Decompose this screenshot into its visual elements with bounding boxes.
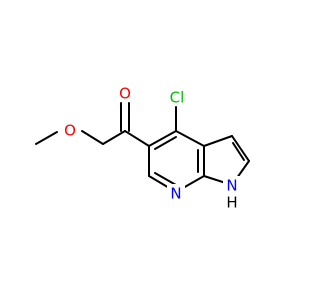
atom-oxygen-carbonyl: O <box>116 84 134 103</box>
hydrogen-pyrrole-label: H <box>226 194 237 212</box>
atom-oxygen-ether: O <box>61 121 79 140</box>
bond-methyl-o <box>35 131 58 145</box>
bond-carbonyl-ring <box>124 130 150 147</box>
structure-diagram: O O Cl N N H <box>35 84 250 212</box>
bond-c5-c4-inner <box>154 136 177 150</box>
bond-c4-c3a <box>175 130 205 147</box>
bond-c3-c2 <box>231 135 250 162</box>
nitrogen-pyrrole-label: N <box>226 177 237 195</box>
atom-nitrogen-pyridine: N <box>167 184 185 203</box>
oxygen-ether-label: O <box>64 122 76 140</box>
atom-nitrogen-pyrrole: N H <box>223 176 241 212</box>
chlorine-label: Cl <box>170 89 185 107</box>
molecule-canvas: O O Cl N N H <box>35 84 250 212</box>
bond-o-ch2 <box>81 130 104 145</box>
oxygen-carbonyl-label: O <box>119 85 131 103</box>
nitrogen-pyridine-label: N <box>170 185 181 203</box>
bond-c3-c2-inner <box>232 142 245 161</box>
atom-chlorine: Cl <box>164 88 190 107</box>
bond-n7-c6-inner <box>154 172 177 186</box>
bond-c3a-c3 <box>203 135 233 147</box>
bond-c5-c4 <box>148 130 177 147</box>
bond-ch2-carbonyl <box>102 130 126 145</box>
